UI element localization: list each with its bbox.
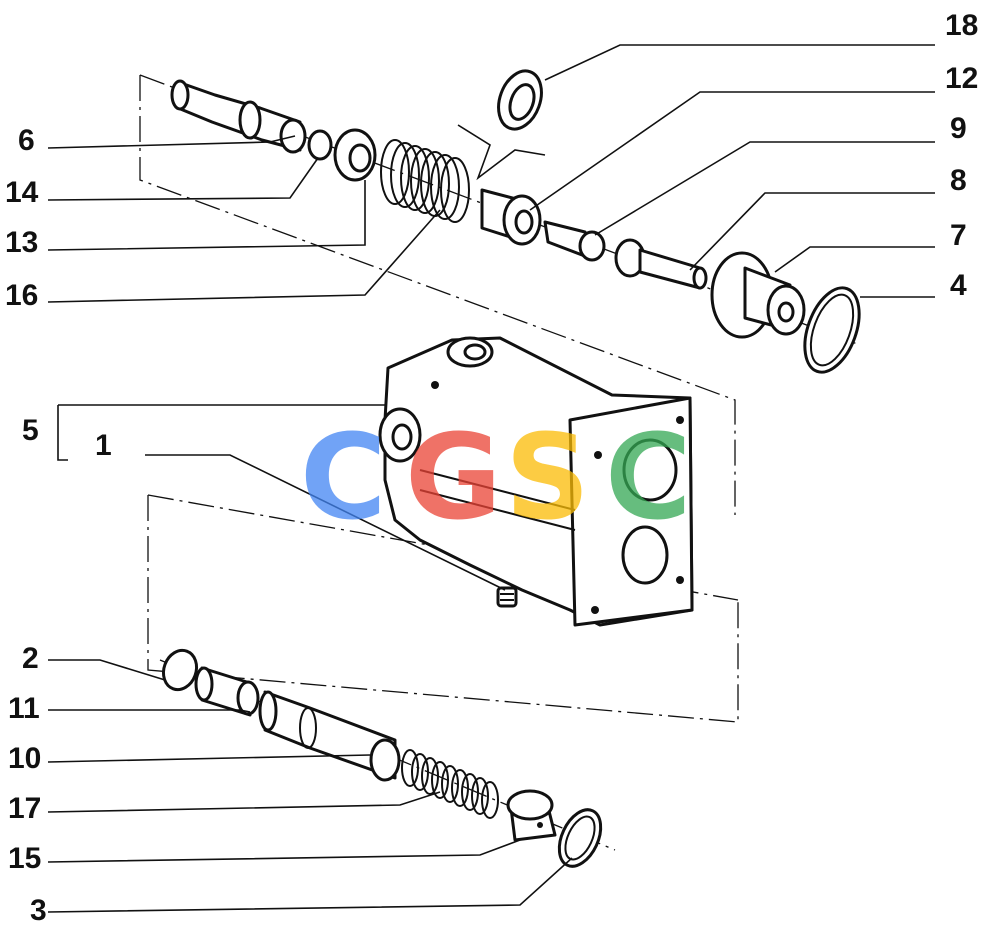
- callout-9: 9: [950, 112, 967, 145]
- part-6-spool: [170, 79, 307, 154]
- part-1-screw: [496, 586, 518, 608]
- part-12-sleeve: [480, 188, 542, 246]
- callout-7: 7: [950, 219, 967, 252]
- part-5-valve-body: [378, 336, 694, 627]
- callout-labels: 18 12 9 8 7 4 6 14 13 16 5 1 2 11 10 17 …: [5, 9, 978, 927]
- upper-spool-assembly: [170, 69, 861, 374]
- lower-spool-assembly: [161, 648, 603, 868]
- part-16-spring: [380, 139, 470, 223]
- watermark-letter-3: S: [505, 408, 590, 546]
- callout-1: 1: [95, 429, 112, 462]
- part-13-collar: [333, 128, 377, 182]
- part-2-ring: [161, 648, 199, 692]
- leader-lines: [47, 44, 935, 913]
- watermark-letter-1: C: [300, 408, 387, 546]
- part-14-ring: [307, 129, 333, 161]
- callout-4: 4: [950, 269, 967, 302]
- bracket-mark: [457, 124, 546, 181]
- callout-15: 15: [8, 842, 41, 875]
- watermark: C G S C: [300, 408, 692, 546]
- callout-2: 2: [22, 642, 39, 675]
- callout-17: 17: [8, 792, 41, 825]
- part-11-sleeve: [194, 666, 260, 717]
- callout-3: 3: [30, 894, 47, 927]
- part-3-ring: [557, 808, 603, 868]
- part-10-spool: [258, 690, 401, 782]
- callout-6: 6: [18, 124, 35, 157]
- callout-5: 5: [22, 414, 39, 447]
- watermark-letter-2: G: [405, 408, 502, 546]
- callout-8: 8: [950, 164, 967, 197]
- callout-12: 12: [945, 62, 978, 95]
- callout-13: 13: [5, 226, 38, 259]
- callout-11: 11: [8, 692, 40, 725]
- callout-10: 10: [8, 742, 41, 775]
- part-9-pin: [543, 220, 606, 262]
- callout-16: 16: [5, 279, 38, 312]
- part-7-plug: [710, 251, 806, 339]
- part-18-ring: [497, 69, 543, 131]
- watermark-letter-4: C: [605, 408, 692, 546]
- part-15-cap: [506, 789, 557, 842]
- part-8-plunger: [614, 238, 708, 290]
- part-4-ring: [803, 286, 861, 374]
- callout-14: 14: [5, 176, 39, 209]
- callout-18: 18: [945, 9, 978, 42]
- part-17-spring: [401, 749, 499, 819]
